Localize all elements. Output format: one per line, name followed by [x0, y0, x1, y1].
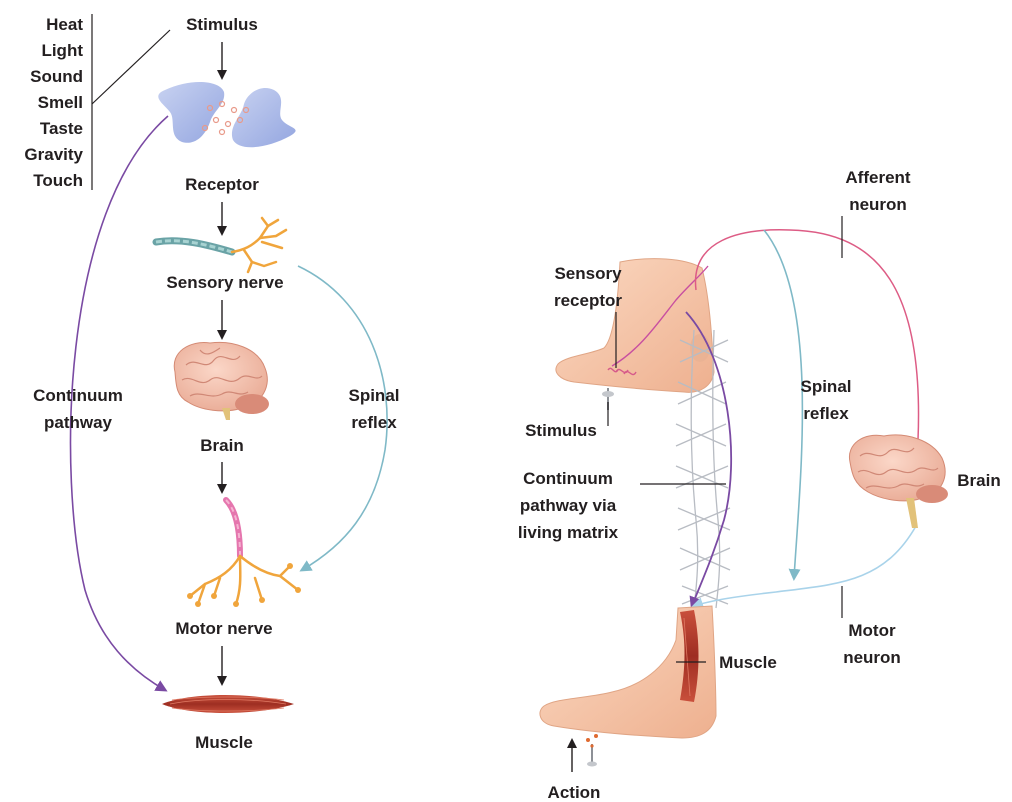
receptor-label: Receptor: [185, 175, 259, 194]
left-panel: Heat Light Sound Smell Taste Gravity Tou…: [24, 14, 399, 752]
brain-illustration-left: [174, 342, 269, 420]
stimulus-label: Stimulus: [186, 15, 258, 34]
motor-nerve-label: Motor nerve: [175, 619, 272, 638]
stimulus-heat: Heat: [46, 15, 83, 34]
sensory-receptor-label-2: receptor: [554, 291, 622, 310]
action-pin: [586, 734, 598, 767]
afferent-label-1: Afferent: [845, 168, 911, 187]
sensory-nerve-label: Sensory nerve: [166, 273, 283, 292]
motor-neuron-label-2: neuron: [843, 648, 901, 667]
right-panel: Afferent neuron Sensory receptor Stimulu…: [518, 168, 1001, 802]
continuum-label-left-2: pathway: [44, 413, 113, 432]
spinal-reflex-label-right-2: reflex: [803, 404, 849, 423]
afferent-label-2: neuron: [849, 195, 907, 214]
continuum-label-right-2: pathway via: [520, 496, 617, 515]
brain-illustration-right: [849, 435, 948, 528]
spinal-reflex-label-right-1: Spinal: [800, 377, 851, 396]
sensory-receptor-label-1: Sensory: [554, 264, 622, 283]
brain-label-left: Brain: [200, 436, 243, 455]
stimulus-sound: Sound: [30, 67, 83, 86]
continuum-label-right-1: Continuum: [523, 469, 613, 488]
sensory-nerve-illustration: [156, 218, 286, 272]
motor-neuron-label-1: Motor: [848, 621, 896, 640]
lower-foot-illustration: [540, 606, 716, 738]
action-label: Action: [548, 783, 601, 802]
stimulus-gravity: Gravity: [24, 145, 83, 164]
muscle-illustration-left: [162, 695, 294, 713]
stimuli-list: Heat Light Sound Smell Taste Gravity Tou…: [24, 14, 170, 190]
receptor-illustration: [158, 82, 295, 147]
stimulus-light: Light: [41, 41, 83, 60]
spinal-reflex-label-left-2: reflex: [351, 413, 397, 432]
spinal-reflex-label-left-1: Spinal: [348, 386, 399, 405]
motor-nerve-illustration: [187, 500, 301, 607]
stimulus-taste: Taste: [40, 119, 83, 138]
continuum-label-left-1: Continuum: [33, 386, 123, 405]
stimulus-label-right: Stimulus: [525, 421, 597, 440]
brain-label-right: Brain: [957, 471, 1000, 490]
muscle-label-right: Muscle: [719, 653, 777, 672]
muscle-label-left: Muscle: [195, 733, 253, 752]
stimulus-smell: Smell: [38, 93, 83, 112]
stimuli-leader-line: [92, 30, 170, 104]
motor-neuron-curve: [694, 526, 916, 606]
continuum-label-right-3: living matrix: [518, 523, 619, 542]
stimulus-touch: Touch: [33, 171, 83, 190]
spinal-reflex-curve-right: [764, 230, 802, 578]
